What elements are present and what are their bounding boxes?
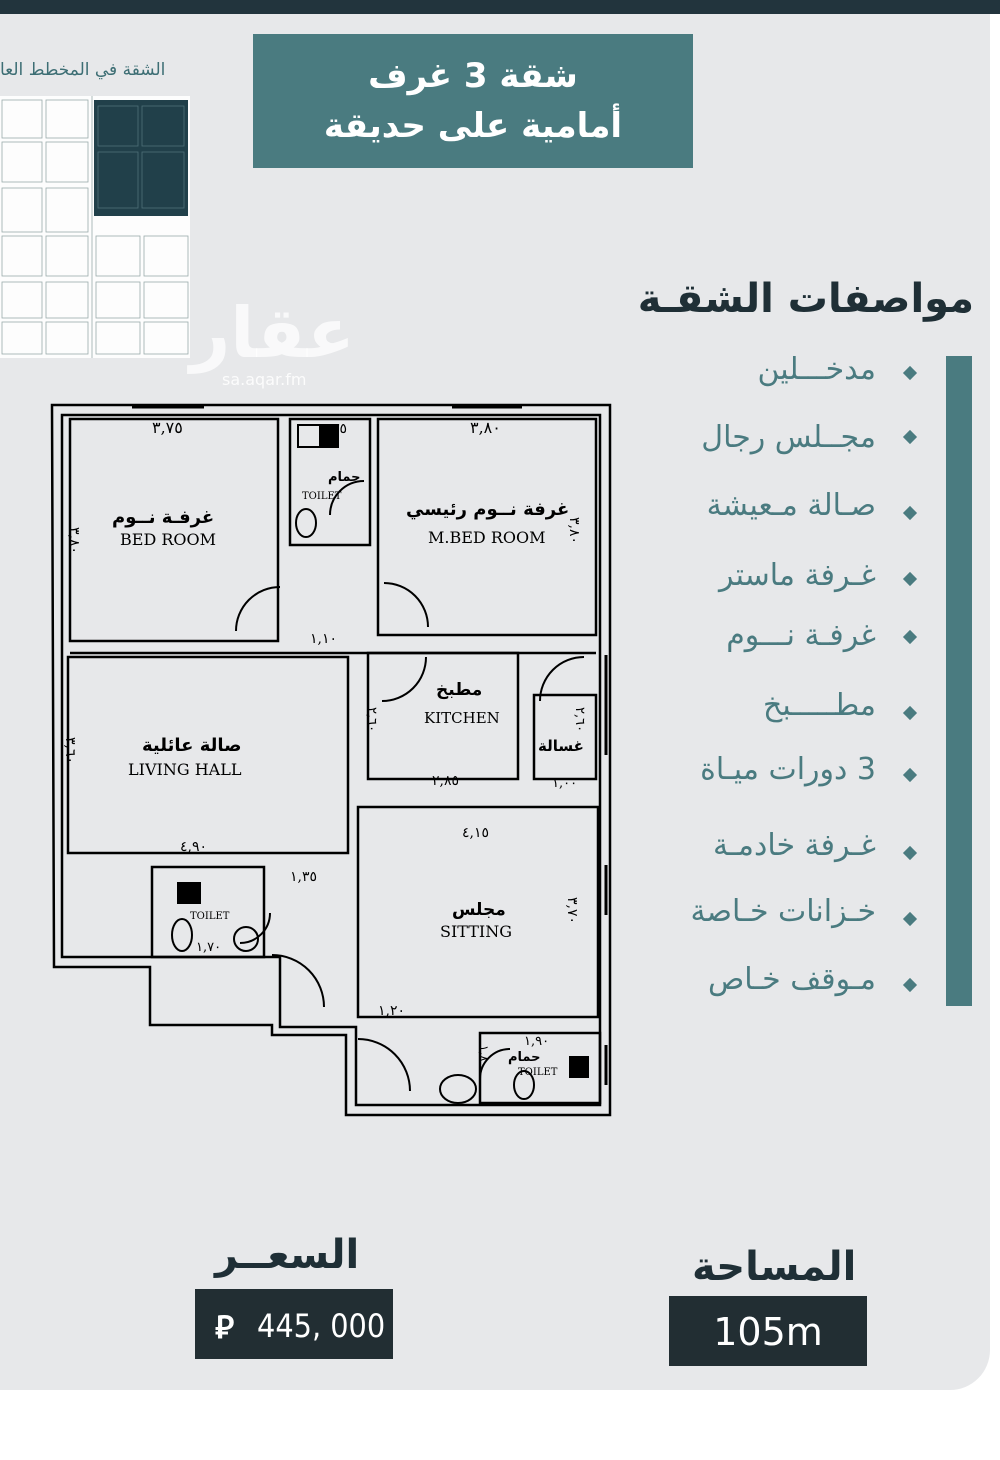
sitting-label-en: SITTING [440, 922, 512, 941]
toilet-top-label-en: TOILET [302, 491, 342, 502]
laundry-height: ٢,٦٠ [572, 707, 587, 732]
top-bar [0, 0, 1000, 14]
bedroom-label-ar: غرفـة نــوم [112, 507, 214, 528]
toilet-lower-left-height: ١,٧٠ [196, 940, 221, 955]
floor-plan: ٣,٧٥ غرفـة نــوم BED ROOM ٣,٨٠ ١,٣٥ حمام… [50, 403, 612, 1117]
spec-item: مطـــــبخ [762, 688, 876, 723]
watermark-logo: عقار [190, 292, 355, 374]
living-hall-width: ٤,٩٠ [180, 839, 207, 855]
toilet-lower-right-label-en: TOILET [518, 1067, 558, 1078]
toilet-top-width: ١,٣٥ [320, 421, 347, 437]
living-hall-height: ٣,٦٠ [62, 737, 78, 764]
area-value: 105m [713, 1310, 823, 1354]
specs-heading: مواصفات الشقـة [637, 276, 974, 322]
spec-item: مجــلس رجال [701, 420, 876, 455]
bedroom-height: ٣,٨٠ [66, 527, 82, 554]
price-box: ⃁ 445, 000 [195, 1289, 393, 1359]
living-hall-label-en: LIVING HALL [128, 760, 242, 779]
spec-item: غـرفة ماستر [719, 558, 876, 593]
master-bedroom-width: ٣,٨٠ [470, 418, 501, 437]
laundry-width: ١,٠٠ [552, 776, 577, 791]
toilet-lower-left-width: ١,٣٥ [290, 869, 317, 885]
title-line-2: أمامية على حديقة [323, 106, 623, 146]
sitting-label-ar: مجلس [452, 900, 506, 920]
spec-item: مـوقف خـاص [707, 962, 876, 997]
spec-item: 3 دورات ميـاة [700, 752, 876, 787]
area-label: المساحة [692, 1244, 857, 1290]
entry-width: ١,٢٠ [378, 1003, 405, 1019]
corridor-width: ١,١٠ [310, 631, 337, 647]
title-banner: شقة 3 غرف أمامية على حديقة [253, 34, 693, 168]
site-plan-thumbnail[interactable] [0, 96, 190, 358]
spec-item: غـرفة خادمـة [713, 828, 876, 863]
kitchen-label-en: KITCHEN [424, 709, 500, 727]
laundry-label-ar: غسالة [538, 737, 584, 755]
price-value: 445, 000 [257, 1307, 386, 1345]
toilet-lower-right-height: ١,٨٠ [477, 1045, 491, 1068]
bedroom-label-en: BED ROOM [120, 530, 216, 549]
master-bedroom-label-ar: غرفة نــوم رئيسي [406, 499, 569, 520]
living-hall-label-ar: صالة عائلية [142, 735, 242, 756]
riyal-icon: ⃁ [215, 1308, 235, 1346]
kitchen-label-ar: مطبخ [436, 680, 482, 700]
area-box: 105m [669, 1296, 867, 1366]
spec-item: صـالة مـعيشة [706, 488, 876, 523]
toilet-top-label-ar: حمام [328, 470, 361, 485]
sitting-height: ٣,٧٠ [564, 897, 580, 924]
toilet-lower-right-label-ar: حمام [508, 1050, 541, 1065]
spec-item: غرفـة نـــوم [726, 618, 876, 653]
sitting-width: ٤,١٥ [462, 825, 489, 841]
kitchen-height: ٢,٦٠ [364, 707, 379, 732]
toilet-lower-right-width: ١,٩٠ [524, 1034, 549, 1049]
bedroom-width: ٣,٧٥ [152, 418, 183, 437]
master-bedroom-height: ٣,٨٠ [566, 517, 582, 544]
toilet-lower-left-label-en: TOILET [190, 911, 230, 922]
price-label: السعــر [215, 1232, 360, 1278]
spec-item: مدخـــلين [757, 352, 876, 387]
master-bedroom-label-en: M.BED ROOM [428, 528, 545, 547]
watermark-url: sa.aqar.fm [222, 370, 307, 389]
specs-accent-bar [946, 356, 972, 1006]
kitchen-width: ٢,٨٥ [432, 773, 459, 789]
title-line-1: شقة 3 غرف [368, 56, 578, 96]
spec-item: خـزانات خـاصة [690, 894, 876, 929]
minimap-label: الشقة في المخطط العا [0, 60, 166, 80]
